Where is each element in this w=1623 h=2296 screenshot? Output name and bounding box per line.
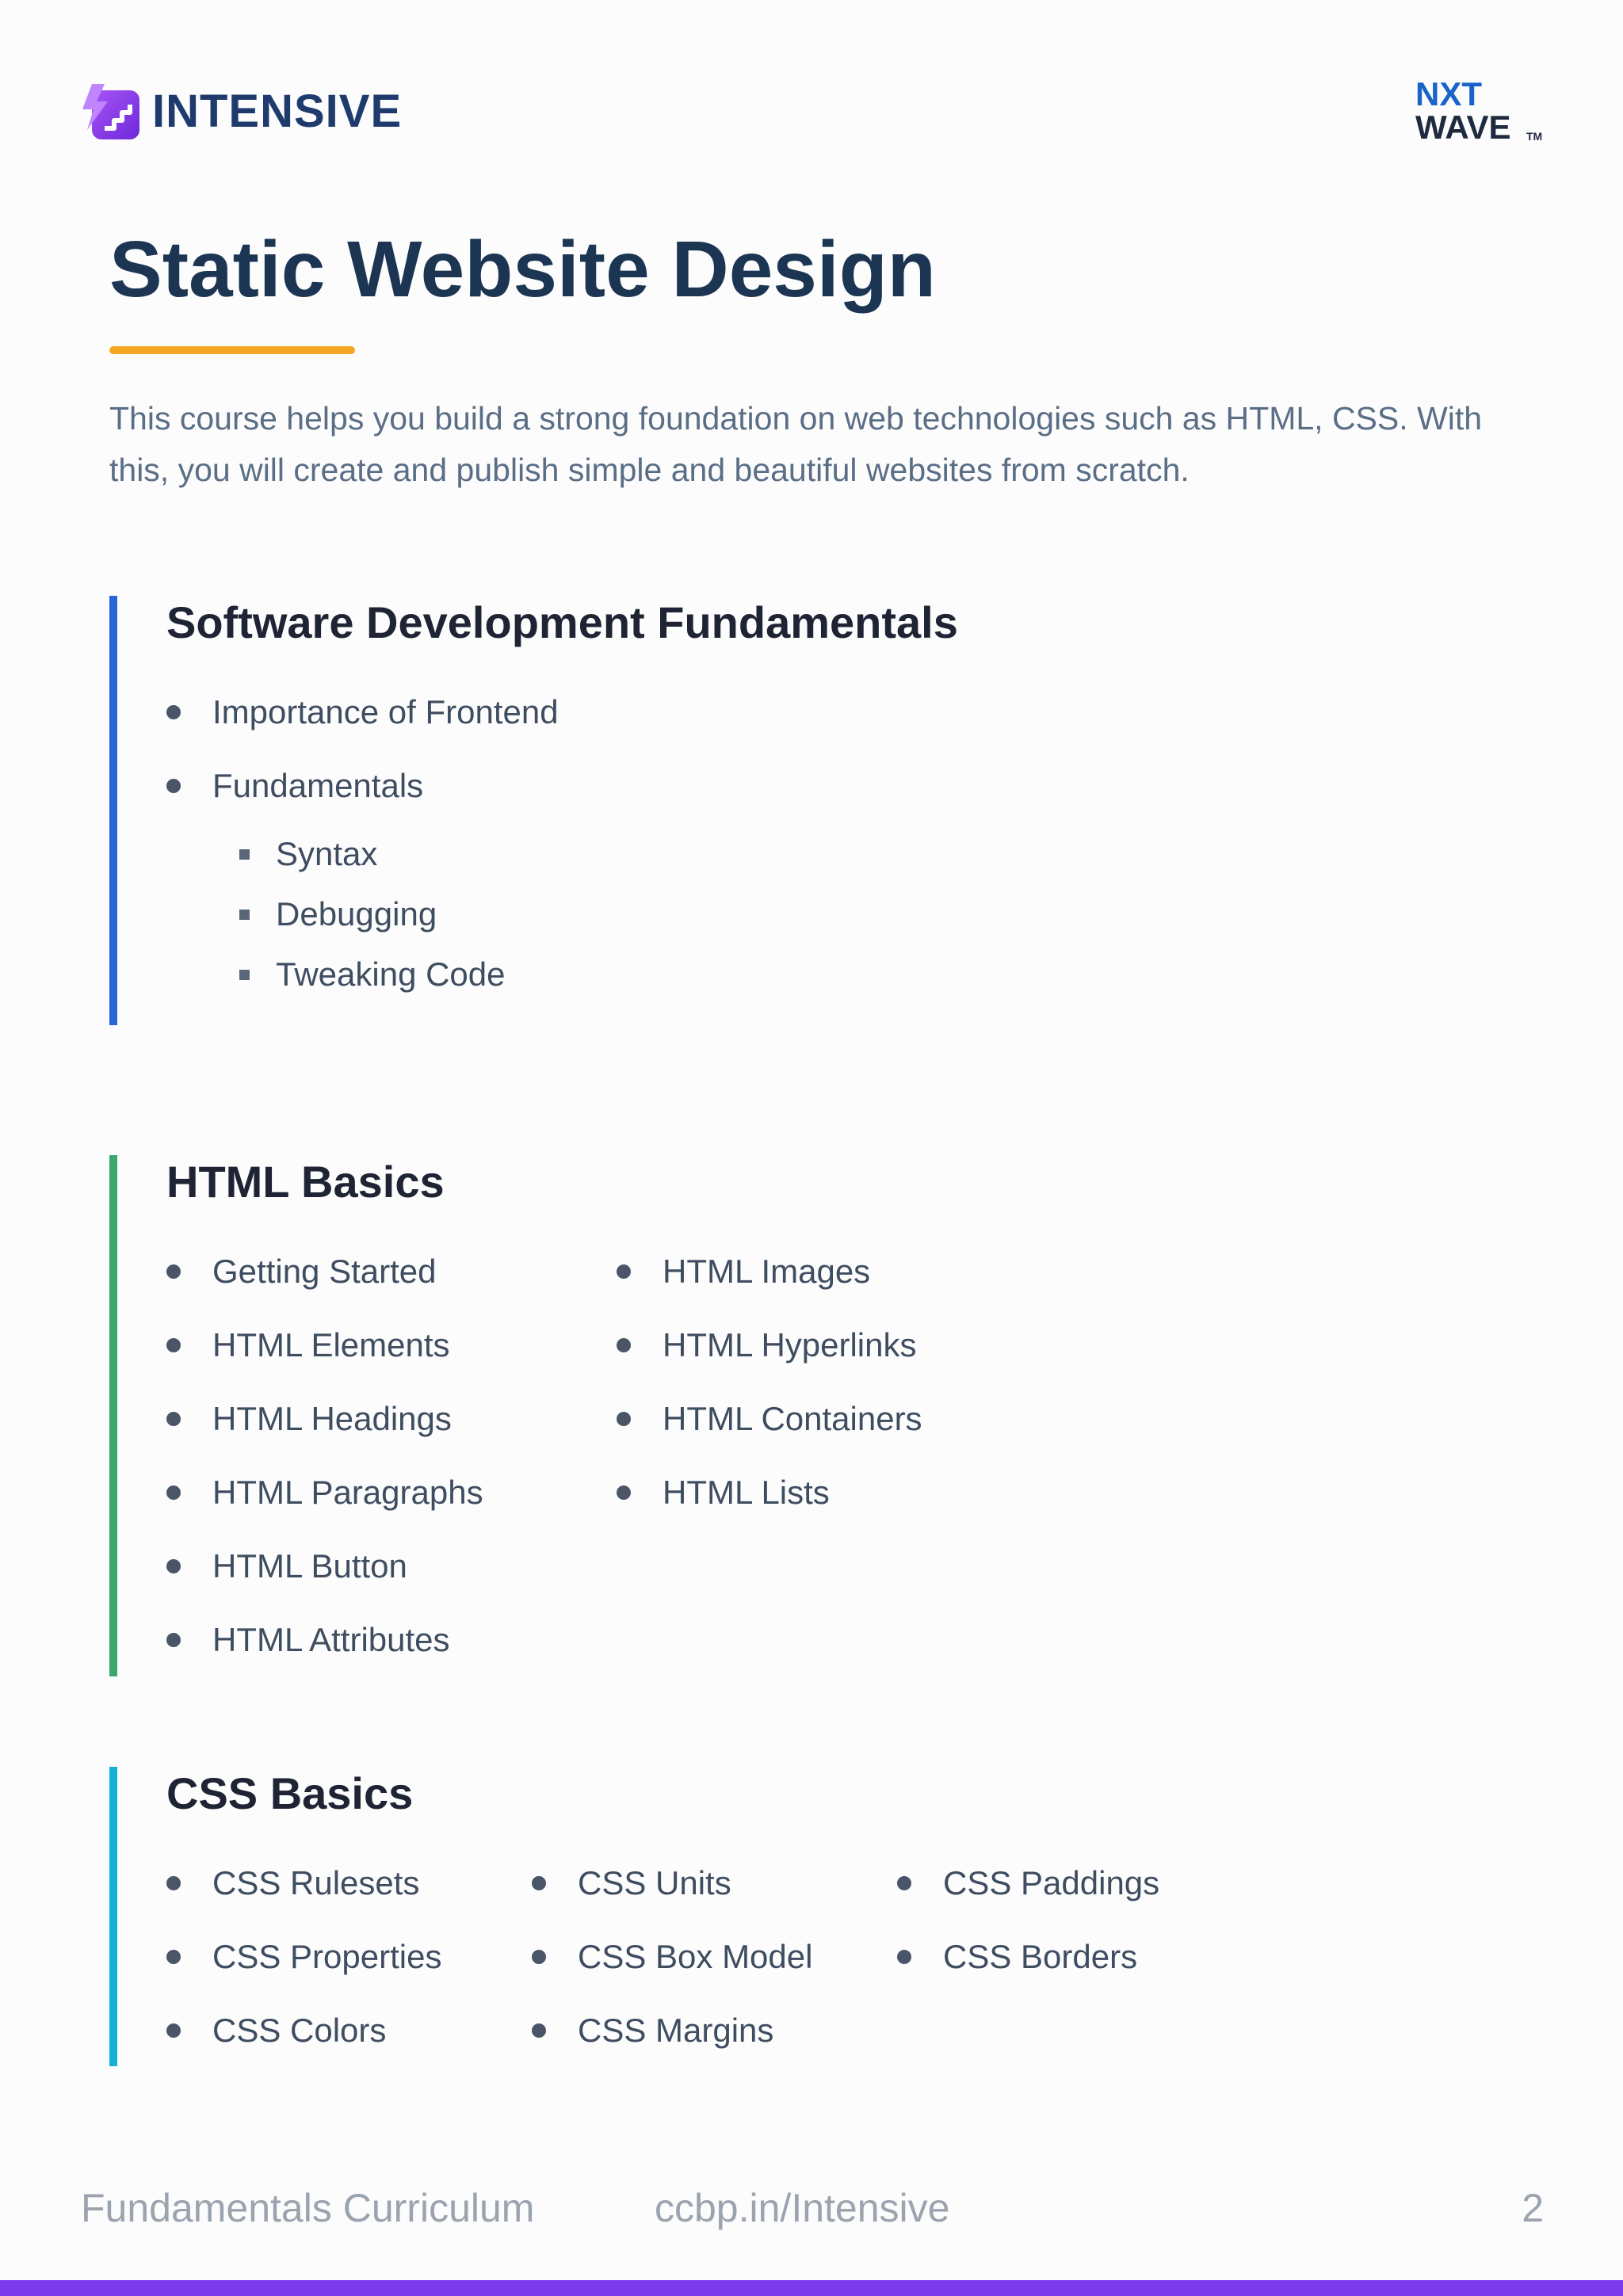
- sub-list-item: Syntax: [239, 832, 559, 892]
- course-description: This course helps you build a strong fou…: [109, 400, 1483, 488]
- list-item: HTML Containers: [617, 1391, 922, 1465]
- list-item: Fundamentals: [166, 758, 559, 832]
- list-item: HTML Hyperlinks: [617, 1318, 922, 1391]
- section-css-basics: CSS Basics CSS Rulesets CSS Properties C…: [109, 1767, 1159, 2066]
- topic-column-2: CSS Units CSS Box Model CSS Margins: [532, 1855, 812, 2077]
- nxtwave-logo: NXT WAVE TM: [1415, 78, 1542, 147]
- list-item: HTML Paragraphs: [166, 1465, 483, 1539]
- sub-list-item: Debugging: [239, 892, 559, 952]
- logo-text: INTENSIVE: [152, 86, 403, 137]
- list-item: HTML Attributes: [166, 1612, 483, 1686]
- topic-column-1: Getting Started HTML Elements HTML Headi…: [166, 1244, 483, 1686]
- list-item: CSS Paddings: [897, 1855, 1159, 1929]
- footer-accent-bar: [0, 2280, 1623, 2296]
- section-html-basics: HTML Basics Getting Started HTML Element…: [109, 1155, 922, 1676]
- list-item: CSS Borders: [897, 1929, 1159, 2003]
- list-item: CSS Rulesets: [166, 1855, 441, 1929]
- list-item: Importance of Frontend: [166, 685, 559, 758]
- list-item: HTML Images: [617, 1244, 922, 1318]
- list-item: HTML Button: [166, 1539, 483, 1612]
- list-item: Getting Started: [166, 1244, 483, 1318]
- section-title: Software Development Fundamentals: [166, 597, 958, 647]
- intensive-logo-icon: [82, 84, 139, 139]
- list-item: CSS Margins: [532, 2003, 812, 2077]
- topic-column-2: HTML Images HTML Hyperlinks HTML Contain…: [617, 1244, 922, 1539]
- footer-link[interactable]: ccbp.in/Intensive: [655, 2186, 950, 2230]
- page-title: Static Website Design: [109, 225, 936, 314]
- footer-curriculum-label: Fundamentals Curriculum: [81, 2186, 535, 2230]
- list-item: HTML Elements: [166, 1318, 483, 1391]
- section-title: CSS Basics: [166, 1768, 414, 1818]
- page-number: 2: [1522, 2186, 1544, 2230]
- list-item: HTML Headings: [166, 1391, 483, 1465]
- topic-list: Importance of Frontend Fundamentals Synt…: [166, 685, 559, 1013]
- intensive-logo: INTENSIVE: [81, 81, 402, 143]
- list-item: CSS Colors: [166, 2003, 441, 2077]
- nxtwave-logo-trademark: TM: [1526, 130, 1543, 143]
- section-software-development-fundamentals: Software Development Fundamentals Import…: [109, 596, 958, 1025]
- list-item: HTML Lists: [617, 1465, 922, 1539]
- topic-column-1: CSS Rulesets CSS Properties CSS Colors: [166, 1855, 441, 2077]
- topic-column-3: CSS Paddings CSS Borders: [897, 1855, 1159, 2003]
- sub-list-item: Tweaking Code: [239, 952, 559, 1013]
- nxtwave-logo-line2: WAVE: [1415, 109, 1511, 146]
- section-title: HTML Basics: [166, 1157, 445, 1207]
- list-item: CSS Units: [532, 1855, 812, 1929]
- nxtwave-logo-line1: NXT: [1415, 75, 1482, 113]
- title-underline: [109, 346, 355, 354]
- list-item: CSS Box Model: [532, 1929, 812, 2003]
- list-item: CSS Properties: [166, 1929, 441, 2003]
